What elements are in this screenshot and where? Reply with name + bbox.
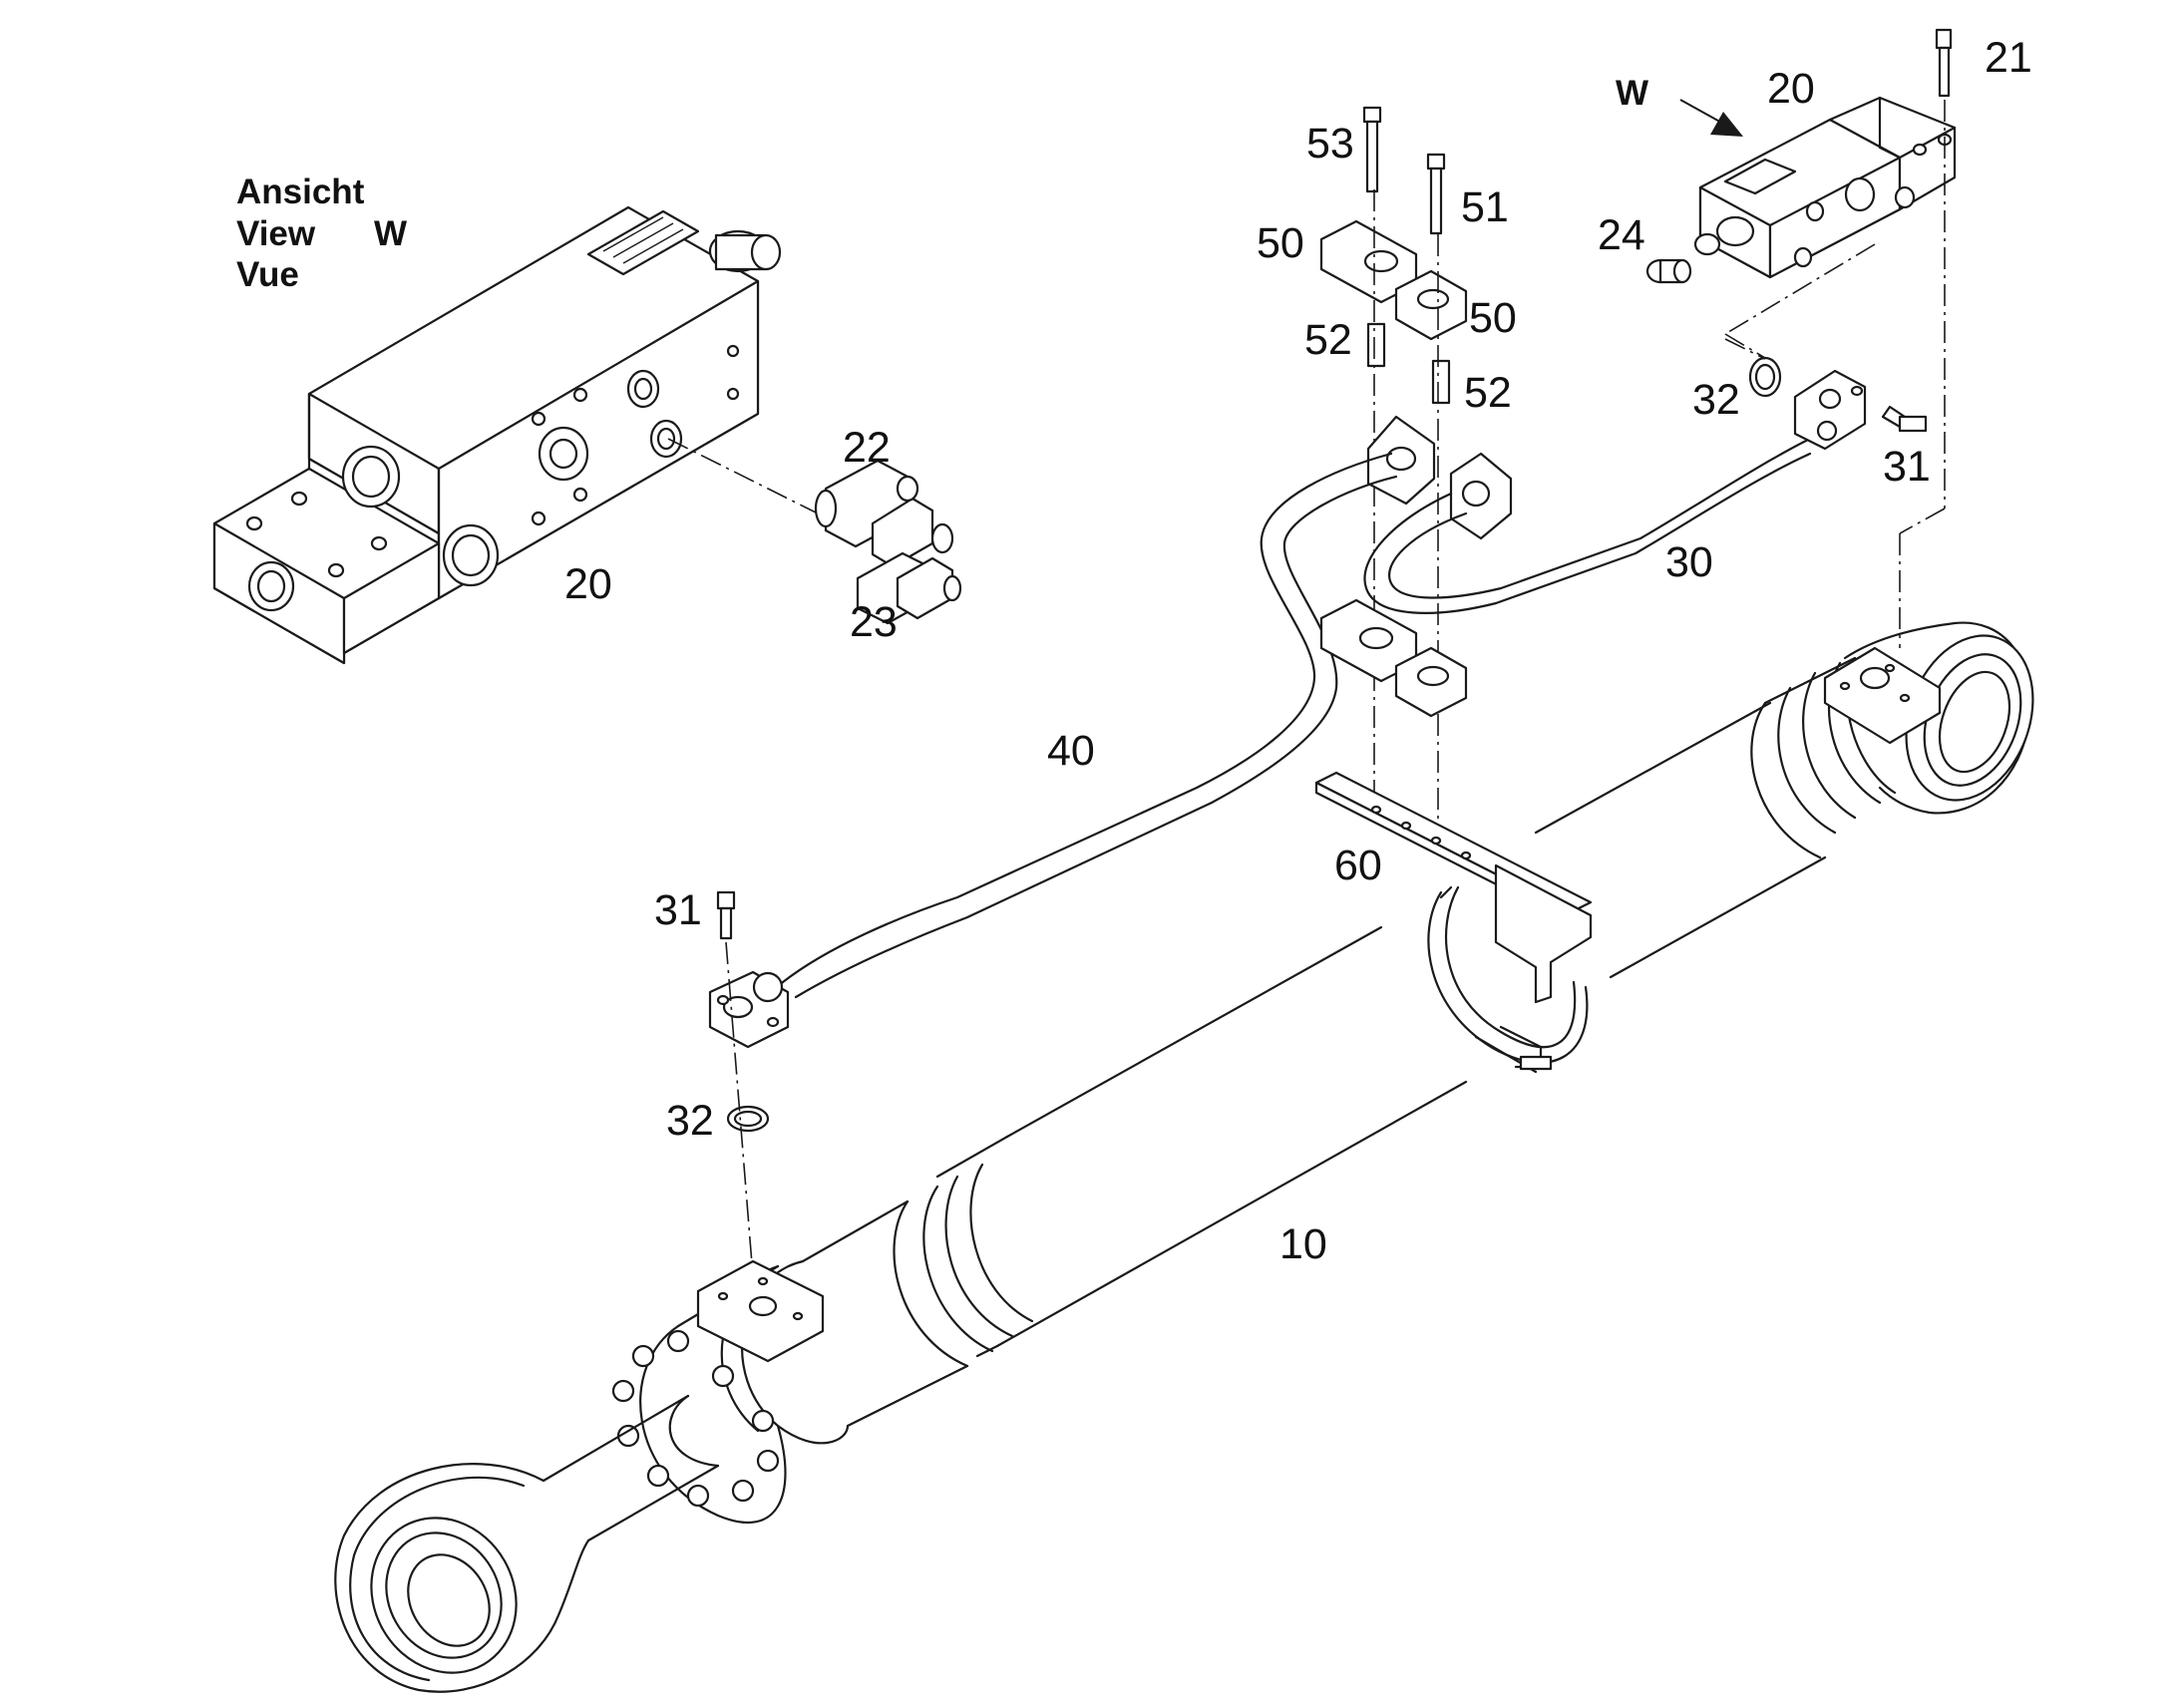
oring-32-right bbox=[1748, 356, 1782, 398]
hydraulic-cylinder bbox=[334, 621, 2034, 1693]
callout-60: 60 bbox=[1334, 842, 1382, 889]
pipe-30-flange bbox=[1793, 369, 1867, 451]
centerline-20 bbox=[1724, 243, 1876, 335]
callout-20-main: 20 bbox=[1767, 65, 1815, 113]
screw-31-left bbox=[716, 890, 736, 940]
bolt-53 bbox=[1362, 106, 1382, 193]
view-label-view: View bbox=[236, 214, 316, 253]
view-label-vue: Vue bbox=[236, 255, 299, 294]
callout-23: 23 bbox=[850, 598, 898, 646]
callout-21: 21 bbox=[1985, 34, 2032, 82]
callout-40: 40 bbox=[1047, 727, 1095, 775]
centerline-32-right bbox=[1724, 338, 1766, 360]
pipe-flange-upper bbox=[1366, 415, 1513, 540]
callout-50-right: 50 bbox=[1469, 294, 1517, 342]
fittings-22-23 bbox=[667, 438, 962, 625]
callout-20-detail: 20 bbox=[564, 560, 612, 608]
bolt-21 bbox=[1935, 28, 1953, 98]
callout-22: 22 bbox=[843, 424, 891, 472]
callout-labels: 10 20 20 21 22 23 24 30 31 31 32 32 40 5… bbox=[564, 34, 2032, 1268]
plug-24 bbox=[1645, 258, 1692, 284]
flange-bolts bbox=[611, 1329, 780, 1508]
callout-30: 30 bbox=[1665, 538, 1713, 586]
view-label: Ansicht View Vue W bbox=[236, 172, 407, 294]
view-direction-arrow: W bbox=[1616, 74, 1743, 137]
bracket-60 bbox=[1314, 771, 1593, 1074]
callout-51: 51 bbox=[1461, 183, 1509, 231]
callout-24: 24 bbox=[1598, 211, 1645, 259]
callout-31-left: 31 bbox=[654, 886, 702, 934]
callout-52-left: 52 bbox=[1304, 316, 1352, 364]
screw-31-right bbox=[1881, 405, 1928, 433]
callout-32-right: 32 bbox=[1692, 376, 1740, 424]
callout-32-left: 32 bbox=[666, 1097, 714, 1145]
view-label-ansicht: Ansicht bbox=[236, 172, 365, 211]
callout-10: 10 bbox=[1279, 1220, 1327, 1268]
centerline-21b bbox=[1899, 508, 1946, 534]
centerline-31-left bbox=[725, 941, 754, 1277]
oring-32-left bbox=[726, 1105, 770, 1133]
view-label-letter: W bbox=[374, 214, 407, 253]
view-direction-letter: W bbox=[1616, 74, 1648, 113]
pipe-40-flange bbox=[708, 970, 790, 1049]
callout-31-right: 31 bbox=[1883, 443, 1931, 491]
callout-53: 53 bbox=[1306, 120, 1354, 168]
callout-52-right: 52 bbox=[1464, 369, 1512, 417]
valve-block-detail bbox=[212, 205, 782, 665]
bolt-51 bbox=[1426, 153, 1446, 235]
clamp-50-upper bbox=[1319, 219, 1468, 341]
pipe-30 bbox=[1363, 437, 1812, 614]
sleeves-52 bbox=[1366, 322, 1451, 405]
clamp-50-lower bbox=[1319, 598, 1468, 718]
valve-block-main bbox=[1693, 96, 1957, 279]
callout-50-left: 50 bbox=[1257, 219, 1304, 267]
